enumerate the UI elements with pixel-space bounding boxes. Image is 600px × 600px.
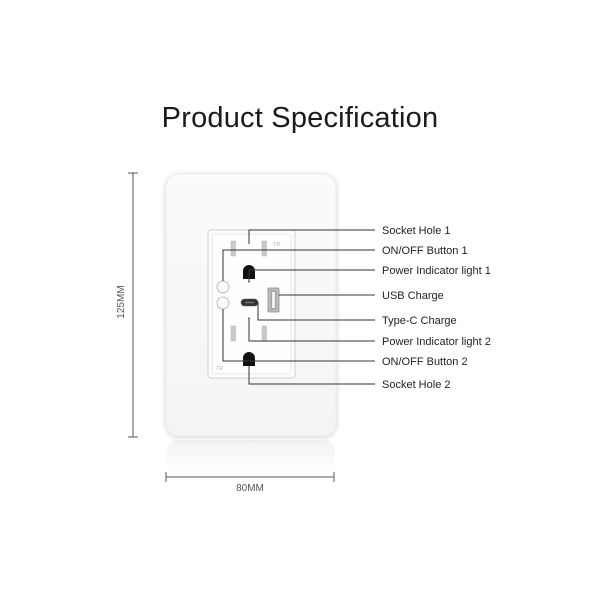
socket-hole-2 bbox=[230, 325, 267, 366]
leader-on-off-button-1 bbox=[222, 249, 375, 281]
height-dimension: 125MM bbox=[116, 172, 138, 438]
leader-type-c-charge bbox=[257, 302, 375, 321]
leader-socket-hole-2 bbox=[248, 366, 375, 385]
width-label: 80MM bbox=[236, 483, 264, 494]
callout-socket-hole-2: Socket Hole 2 bbox=[382, 379, 450, 391]
callout-power-indicator-2: Power Indicator light 2 bbox=[382, 336, 491, 348]
leader-on-off-button-2 bbox=[222, 309, 375, 362]
receptacle-inner bbox=[211, 233, 292, 375]
callout-usb-charge: USB Charge bbox=[382, 290, 444, 302]
leader-socket-hole-1 bbox=[248, 229, 375, 244]
plate-reflection bbox=[167, 440, 335, 474]
width-dimension: 80MM bbox=[165, 472, 335, 494]
callout-on-off-button-1: ON/OFF Button 1 bbox=[382, 245, 468, 257]
callout-on-off-button-2: ON/OFF Button 2 bbox=[382, 356, 468, 368]
tr-mark-top: TR bbox=[273, 242, 280, 248]
on-off-button-1[interactable] bbox=[216, 280, 230, 294]
leader-power-indicator-1 bbox=[248, 269, 375, 282]
callout-socket-hole-1: Socket Hole 1 bbox=[382, 225, 450, 237]
page-title: Product Specification bbox=[161, 102, 439, 134]
leader-lines bbox=[222, 229, 375, 385]
height-label: 125MM bbox=[116, 285, 127, 318]
tr-mark-bottom: TR bbox=[216, 366, 223, 372]
leader-power-indicator-2 bbox=[248, 318, 375, 342]
callout-power-indicator-1: Power Indicator light 1 bbox=[382, 265, 491, 277]
callout-type-c-charge: Type-C Charge bbox=[382, 315, 457, 327]
on-off-button-2[interactable] bbox=[216, 296, 230, 310]
